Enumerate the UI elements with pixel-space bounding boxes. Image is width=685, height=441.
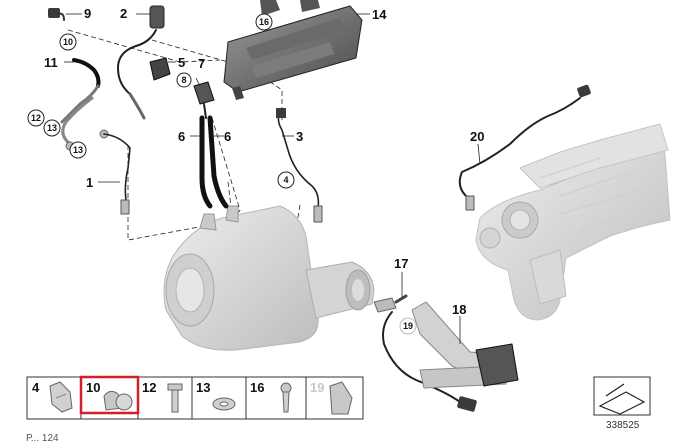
callout-numbers: 9 2 11 5 7 14 6 6 3 1 20 17 18 [44, 6, 484, 317]
sensor-wiring [48, 5, 591, 412]
callout-leaders [64, 13, 481, 344]
particulate-filter[interactable] [163, 205, 375, 351]
callout-11: 11 [44, 55, 58, 70]
parts-strip: 4 10 12 13 16 19 [26, 375, 364, 420]
cut-off-text: Р... 124 [26, 433, 59, 441]
callout-6-right: 6 [224, 129, 231, 144]
circled-callout-16: 16 [255, 13, 273, 31]
callout-1: 1 [86, 175, 93, 190]
circled-callout-8: 8 [176, 72, 192, 88]
exhaust-manifold[interactable] [475, 123, 671, 321]
control-unit-bracket[interactable] [223, 0, 363, 100]
svg-text:8: 8 [181, 75, 186, 85]
circled-callout-12: 12 [27, 109, 45, 127]
svg-text:16: 16 [250, 380, 264, 395]
svg-text:19: 19 [310, 380, 324, 395]
circled-callout-13-upper: 13 [43, 119, 61, 137]
svg-text:12: 12 [31, 113, 41, 123]
strip-cell-13[interactable]: 13 [196, 380, 236, 411]
circled-callouts: 10 16 8 12 13 13 4 19 [27, 13, 417, 335]
strip-cell-16[interactable]: 16 [250, 380, 292, 413]
svg-text:10: 10 [86, 380, 100, 395]
svg-text:13: 13 [196, 380, 210, 395]
circled-callout-19: 19 [399, 317, 417, 335]
svg-text:13: 13 [73, 145, 83, 155]
svg-text:12: 12 [142, 380, 156, 395]
callout-9: 9 [84, 6, 91, 21]
strip-cell-12[interactable]: 12 [142, 380, 183, 413]
callout-7: 7 [198, 56, 205, 71]
svg-text:16: 16 [259, 17, 269, 27]
callout-14: 14 [372, 7, 387, 22]
strip-cell-19[interactable]: 19 [310, 380, 353, 415]
callout-20: 20 [470, 129, 484, 144]
callout-3: 3 [296, 129, 303, 144]
svg-text:10: 10 [63, 37, 73, 47]
circled-callout-10: 10 [59, 33, 77, 51]
callout-5: 5 [178, 55, 185, 70]
reference-number: 338525 [606, 420, 640, 431]
callout-18: 18 [452, 302, 466, 317]
svg-text:19: 19 [403, 321, 413, 331]
selected-highlight [79, 375, 140, 415]
svg-text:4: 4 [32, 380, 40, 395]
svg-text:4: 4 [283, 175, 288, 185]
circled-callout-13-lower: 13 [69, 141, 87, 159]
callout-2: 2 [120, 6, 127, 21]
strip-cell-10[interactable]: 10 [79, 375, 140, 415]
strip-cell-4[interactable]: 4 [32, 380, 73, 413]
callout-17: 17 [394, 256, 408, 271]
svg-text:13: 13 [47, 123, 57, 133]
reference-box: 338525 [593, 376, 651, 431]
circled-callout-4: 4 [277, 171, 295, 189]
callout-6-left: 6 [178, 129, 185, 144]
